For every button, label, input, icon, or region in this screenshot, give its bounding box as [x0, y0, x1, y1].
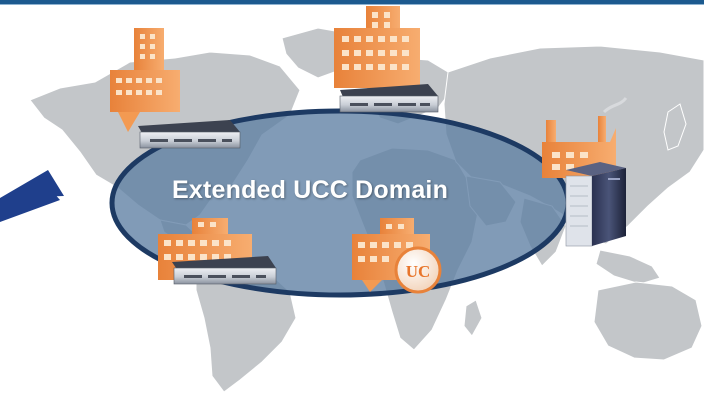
- header-bar-accent: [0, 4, 704, 5]
- uc-badge: [394, 246, 442, 294]
- gateway-device-europe: [339, 84, 439, 113]
- connection-arrow: [0, 170, 64, 222]
- gateway-device-americas: [172, 256, 277, 285]
- header-bar: [0, 0, 704, 4]
- building-north-america: [110, 28, 180, 132]
- gateway-device-north-america: [138, 120, 241, 149]
- australia: [593, 281, 703, 361]
- japan: [663, 103, 687, 151]
- domain-label: Extended UCC Domain: [172, 176, 449, 204]
- uc-badge-label: UC: [405, 262, 431, 281]
- building-europe: [334, 6, 420, 88]
- se-asia-islands: [595, 249, 661, 285]
- madagascar: [463, 299, 483, 337]
- server-tower-asia: [565, 162, 626, 247]
